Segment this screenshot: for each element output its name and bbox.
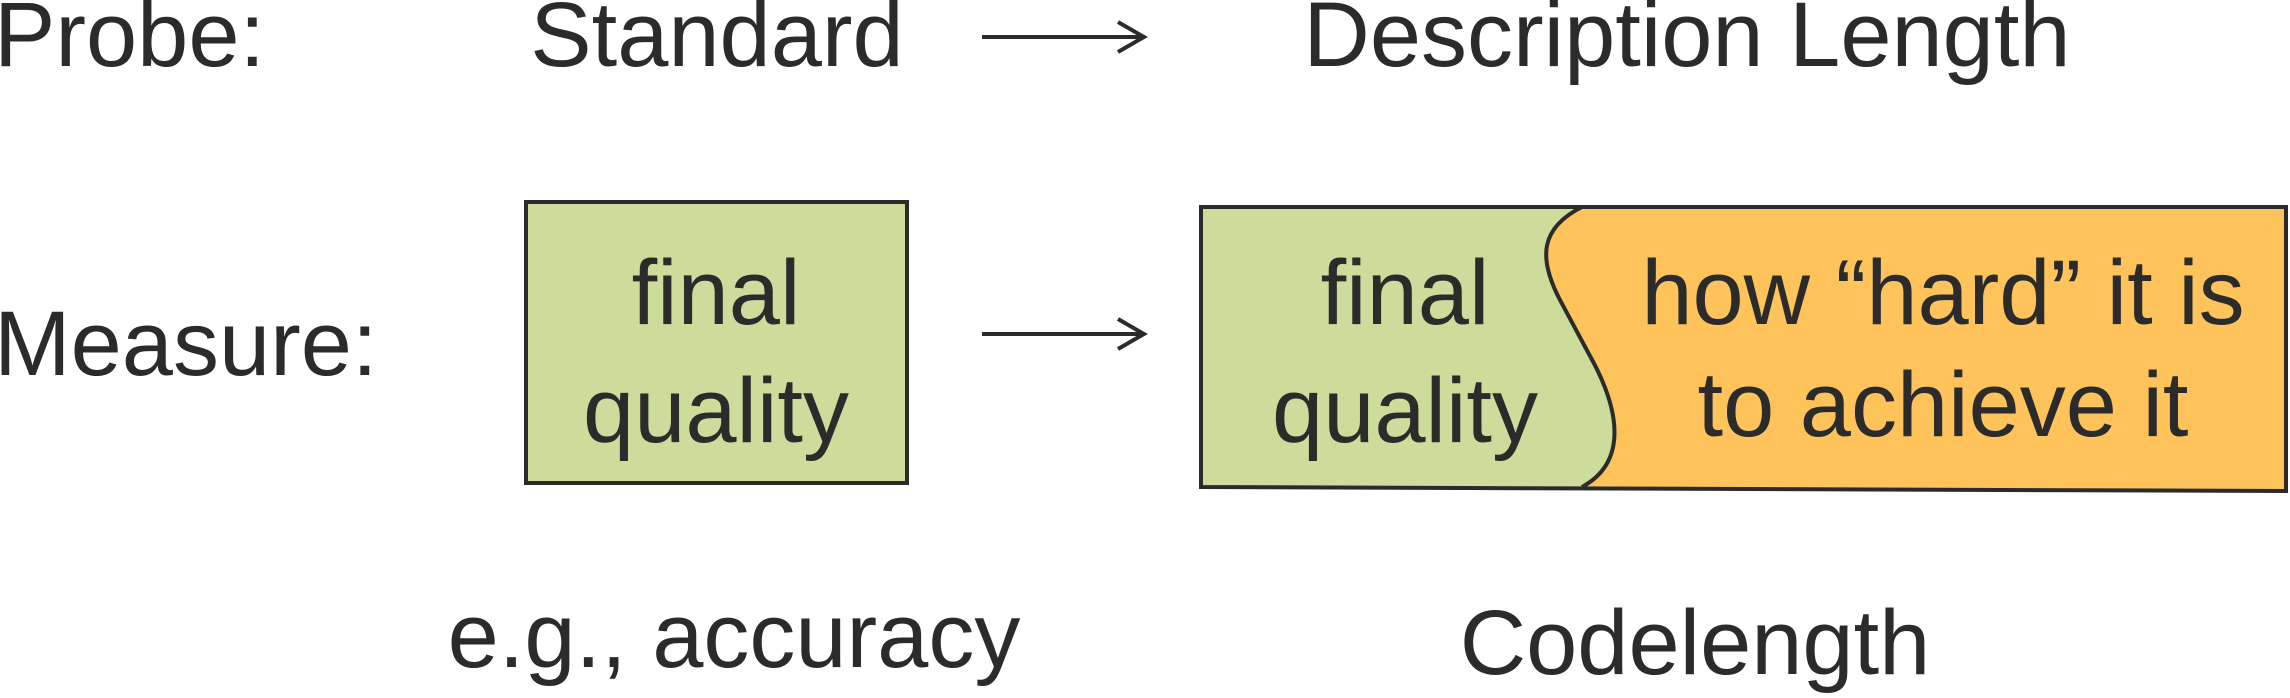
standard-box-line2: quality [583, 360, 849, 462]
standard-box-line1: final [632, 242, 801, 344]
codelength-left-line2: quality [1272, 360, 1538, 462]
codelength-divider-curve [1544, 205, 1617, 489]
codelength-left-fill [1201, 207, 1615, 487]
standard-caption: e.g., accuracy [448, 585, 1021, 687]
codelength-right-line1: how “hard” it is [1641, 242, 2244, 344]
standard-quality-box: final quality [524, 200, 909, 485]
standard-column-title: Standard [530, 0, 903, 86]
codelength-caption: Codelength [1460, 592, 1931, 694]
codelength-right-fill [1546, 207, 2286, 491]
codelength-right-line2: to achieve it [1698, 354, 2189, 456]
codelength-box-border [1199, 205, 2288, 494]
probe-row-label: Probe: [0, 0, 265, 86]
standard-box-fill [524, 200, 909, 485]
top-arrow [982, 20, 1149, 54]
codelength-left-line1: final [1321, 242, 1490, 344]
codelength-box: final quality how “hard” it is to achiev… [1199, 205, 2288, 494]
middle-arrow [982, 317, 1149, 351]
measure-row-label: Measure: [0, 293, 378, 395]
description-length-column-title: Description Length [1303, 0, 2070, 86]
